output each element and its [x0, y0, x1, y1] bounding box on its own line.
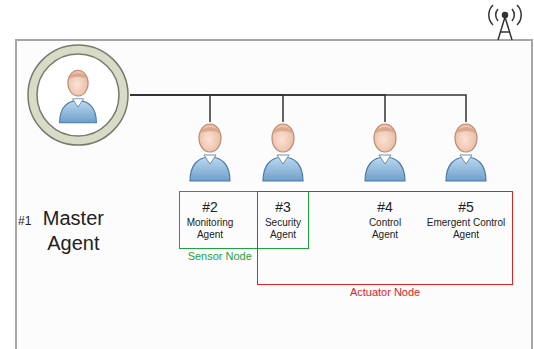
system-boundary	[16, 40, 532, 349]
agent-name: Control Agent	[356, 217, 414, 241]
agent-name: Security Agent	[254, 217, 312, 241]
master-caption: #1Master Agent	[18, 206, 148, 256]
callout-number: #3	[254, 199, 312, 215]
callout-number: #2	[181, 199, 239, 215]
person-icon	[185, 122, 235, 182]
callout-number: #4	[356, 199, 414, 215]
master-agent: #1Master Agent	[26, 43, 130, 147]
callout-number: #5	[421, 199, 511, 215]
group-label: Actuator Node	[258, 286, 512, 299]
person-holder	[360, 122, 410, 182]
person-holder	[441, 122, 491, 182]
person-holder	[55, 68, 101, 124]
bus-connector	[130, 95, 210, 122]
agent-name: Master Agent	[33, 206, 113, 256]
bus-connector	[130, 95, 466, 122]
agent-name: Emergent Control Agent	[421, 217, 511, 241]
person-icon	[55, 68, 101, 124]
person-icon	[258, 122, 308, 182]
person-holder	[185, 122, 235, 182]
agent: #5Emergent Control Agent	[421, 122, 511, 241]
person-icon	[441, 122, 491, 182]
callout-number: #1	[18, 214, 31, 228]
bus-connector	[130, 95, 283, 122]
antenna-icon	[489, 5, 521, 40]
agent-name: Monitoring Agent	[181, 217, 239, 241]
agent: #3Security Agent	[238, 122, 328, 241]
group-label: Sensor Node	[188, 250, 252, 263]
person-icon	[360, 122, 410, 182]
agent: #4Control Agent	[340, 122, 430, 241]
person-holder	[258, 122, 308, 182]
bus-connector	[130, 95, 385, 122]
